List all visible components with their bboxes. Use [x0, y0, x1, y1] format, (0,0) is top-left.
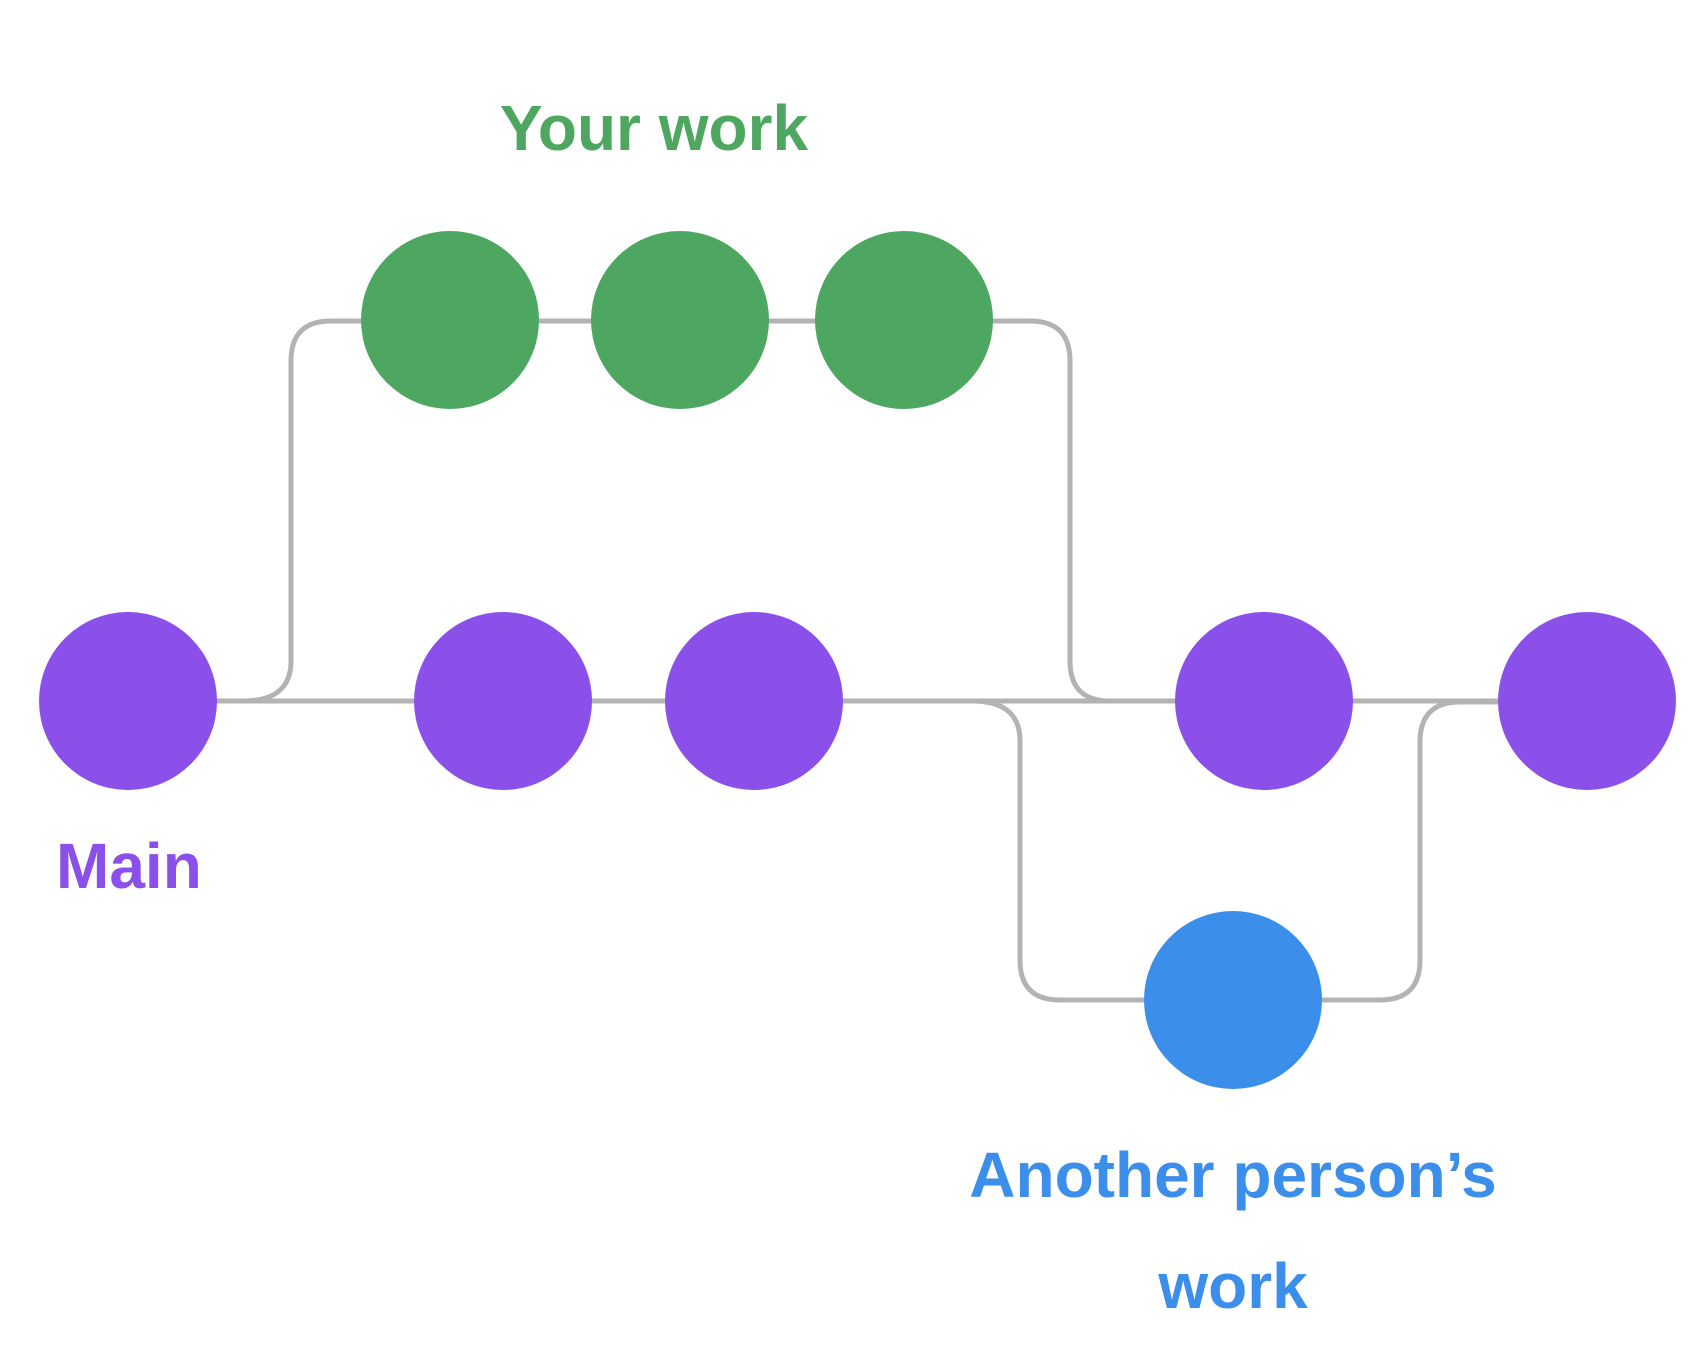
commit-another-person-1 [1144, 911, 1322, 1089]
label-another-person-line2: work [1157, 1250, 1308, 1322]
label-your-work: Your work [500, 92, 809, 164]
commit-main-3 [665, 612, 843, 790]
commit-your-work-3 [815, 231, 993, 409]
your-work-branch-line [240, 318, 1183, 704]
label-main: Main [56, 830, 202, 902]
commit-main-5 [1498, 612, 1676, 790]
label-another-person-line1: Another person’s [969, 1139, 1496, 1211]
commit-your-work-2 [591, 231, 769, 409]
commit-main-4 [1175, 612, 1353, 790]
another-person-branch-line [969, 698, 1511, 1003]
commit-main-1 [39, 612, 217, 790]
commit-main-2 [414, 612, 592, 790]
commit-your-work-1 [361, 231, 539, 409]
